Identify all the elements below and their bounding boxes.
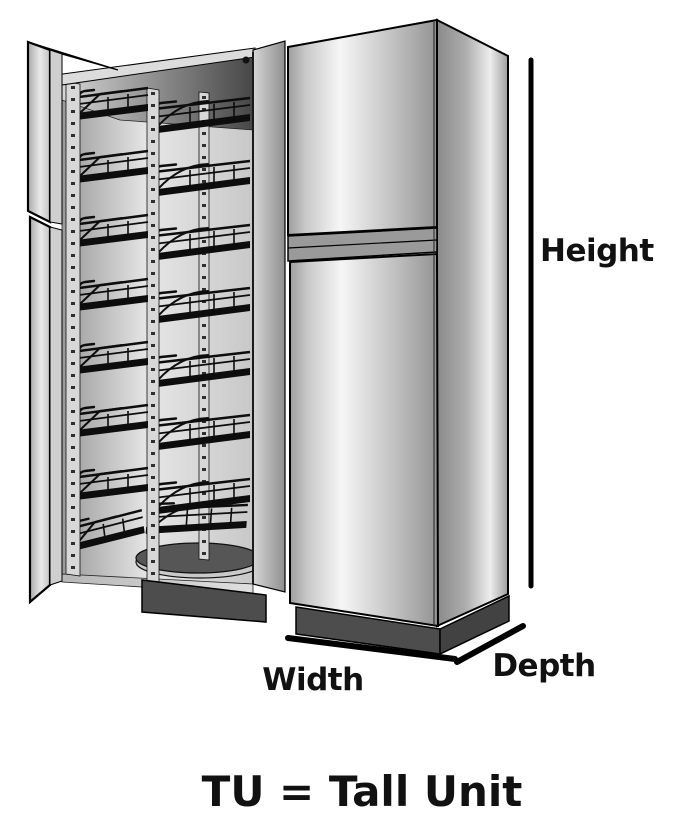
hinge-icon [242,56,250,64]
open-door [26,40,119,605]
unit-lower-door [289,252,440,628]
width-dimension-line [285,635,458,662]
caption: TU = Tall Unit [201,767,523,816]
pantry-plinth [141,579,267,623]
door-upper-panel [26,40,52,224]
depth-dimension-line [454,623,526,665]
width-label: Width [262,662,364,698]
door-edge-upper [49,49,63,225]
rack-upright-middle [146,87,160,586]
door-lower-panel [28,215,52,605]
unit-divider-band-line [287,239,438,249]
pantry-unit-open [26,40,286,623]
height-label: Height [540,233,654,269]
unit-side-panel [436,18,509,628]
door-edge-lower [49,226,63,586]
unit-plinth-side [439,594,510,656]
unit-upper-door [287,18,438,237]
depth-label: Depth [492,648,596,684]
tall-unit-closed [287,18,510,656]
carcass-right-wall [252,40,286,593]
